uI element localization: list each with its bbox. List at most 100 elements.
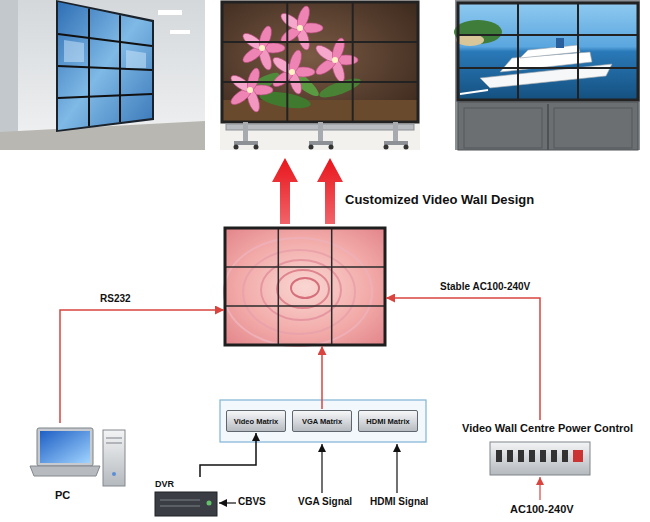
ship-wall-photo-part xyxy=(458,34,638,36)
rose-video-wall-part xyxy=(277,270,329,308)
pc-computer: PC xyxy=(35,425,127,487)
power-control-device-part xyxy=(540,450,546,462)
device-label: HDMI Matrix xyxy=(362,417,413,426)
office-wall-photo xyxy=(0,0,205,150)
ship-wall-photo-part xyxy=(517,3,519,100)
ship-wall-photo-part xyxy=(577,3,579,100)
signal-label: AC100-240V xyxy=(508,503,576,516)
dvr-device-part xyxy=(160,500,200,501)
flower-wall-photo-part xyxy=(384,145,389,150)
ship-wall-photo-part xyxy=(458,3,638,100)
edge-label-box: Stable AC100-240V xyxy=(438,281,532,293)
connector xyxy=(386,298,540,420)
ship-wall-photo-part xyxy=(547,104,549,150)
edge-label: RS232 xyxy=(98,293,133,305)
pc-icon-part xyxy=(106,443,122,444)
device-label: Video Matrix xyxy=(230,417,282,426)
ship-wall-photo-part xyxy=(554,108,632,148)
flower-wall-photo-part xyxy=(329,145,334,150)
power-control-device-part xyxy=(490,442,590,475)
office-wall-photo-part xyxy=(0,0,205,150)
red-up-arrows-part xyxy=(272,158,298,224)
red-up-arrows-part xyxy=(317,158,343,224)
connector xyxy=(60,310,224,423)
office-wall-photo-part xyxy=(58,2,152,130)
rose-video-wall-part xyxy=(225,305,385,307)
node-heading: Customized Video Wall Design xyxy=(345,192,534,208)
red-up-arrows xyxy=(272,158,343,224)
signal-leaders-part xyxy=(396,444,397,493)
power-control-device-part xyxy=(496,450,502,462)
rose-video-wall-part xyxy=(331,228,333,345)
pc-icon-part xyxy=(103,430,125,486)
rose-video-wall-part xyxy=(261,260,341,320)
pc-icon-part xyxy=(40,431,90,463)
rose-video-wall-part xyxy=(278,228,280,345)
flower-wall-photo-part xyxy=(352,2,354,122)
flower-wall-photo-part xyxy=(313,37,358,84)
device-label: VGA Matrix xyxy=(298,417,346,426)
flower-wall-photo-part xyxy=(228,67,273,114)
node-heading: PC xyxy=(55,489,70,502)
pc-icon-part xyxy=(106,438,122,439)
office-wall-photo-part xyxy=(64,40,84,62)
connector xyxy=(321,346,323,409)
signal-label-box: AC100-240V xyxy=(508,503,576,516)
connector xyxy=(200,433,256,477)
power-control-device xyxy=(490,442,590,475)
dvr-device-part xyxy=(160,506,200,507)
flower-wall-photo-part xyxy=(222,2,418,122)
flower-wall-photo-part xyxy=(286,2,288,122)
flower-wall-photo-part xyxy=(404,145,409,150)
rose-video-wall-part xyxy=(243,250,355,334)
flower-wall-photo-part xyxy=(384,141,408,145)
dvr-device-part xyxy=(207,501,212,506)
flower-wall-photo-part xyxy=(220,0,420,150)
ship-wall-photo-part xyxy=(458,67,638,69)
flower-wall-photo-part xyxy=(222,41,418,43)
edge-label-box: RS232 xyxy=(98,293,133,305)
rose-video-wall-part xyxy=(225,266,385,268)
office-wall-photo-part xyxy=(0,0,18,150)
signal-leaders-part xyxy=(219,502,236,503)
ship-wall-photo-part xyxy=(556,38,564,48)
office-wall-photo-part xyxy=(126,50,146,68)
flower-wall-photo-part xyxy=(234,141,258,145)
flower-wall-photo xyxy=(220,0,420,150)
signal-label-box: VGA Signal xyxy=(296,496,354,508)
dvr-device xyxy=(155,492,217,516)
pc-icon-part xyxy=(30,466,100,476)
flower-wall-photo-part xyxy=(393,122,398,142)
flower-wall-photo-part xyxy=(270,49,315,96)
flower-wall-photo-part xyxy=(254,145,259,150)
signal-leaders-part xyxy=(321,444,322,493)
matrix-device: VGA Matrix xyxy=(292,410,352,432)
power-control-device-part xyxy=(573,450,583,462)
pc-icon-part xyxy=(112,472,116,476)
office-wall-photo-part xyxy=(58,94,152,98)
pc-icon-part xyxy=(37,428,93,466)
power-control-device-part xyxy=(518,450,524,462)
office-wall-photo-part xyxy=(170,30,190,34)
office-wall-photo-part xyxy=(158,10,182,15)
ship-wall-photo-part xyxy=(458,3,638,100)
rose-video-wall-part xyxy=(224,238,372,346)
rose-video-wall xyxy=(224,228,385,346)
rose-video-wall-part xyxy=(225,228,385,345)
signal-leaders-part xyxy=(539,477,540,500)
flower-wall-photo-part xyxy=(222,81,418,83)
flower-wall-photo-part xyxy=(309,145,314,150)
signal-leaders xyxy=(219,444,540,503)
signal-label: HDMI Signal xyxy=(368,496,430,508)
signal-label-box: HDMI Signal xyxy=(368,496,430,508)
signal-label: VGA Signal xyxy=(296,496,354,508)
flower-wall-photo-part xyxy=(222,2,418,122)
matrix-group-box-part xyxy=(220,400,426,442)
signal-label: CBVS xyxy=(236,496,268,508)
flower-wall-photo-part xyxy=(234,145,239,150)
dvr-recorder: DVR xyxy=(155,492,217,516)
power-control-device-part xyxy=(529,450,535,462)
matrix-device: Video Matrix xyxy=(226,410,286,432)
